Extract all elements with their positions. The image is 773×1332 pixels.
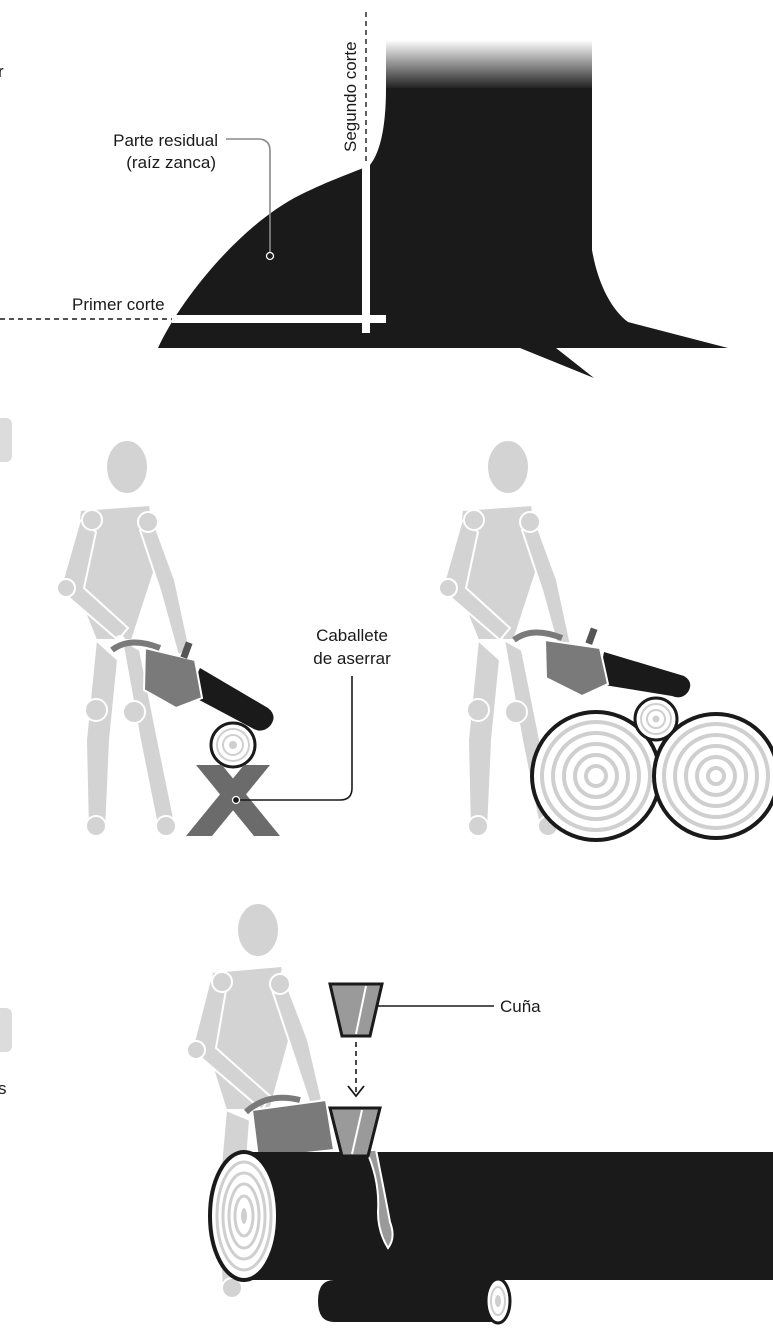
- operator-right-leg-back: [466, 637, 502, 831]
- chainsaw-right-bar: [598, 652, 691, 698]
- tree-trunk: [158, 88, 728, 378]
- wedge-inserted: [328, 1106, 382, 1158]
- panel-3-tab: [0, 1008, 12, 1052]
- panel-2-tab: [0, 418, 12, 462]
- residual-pointer-line: [226, 138, 271, 254]
- big-log-right: [652, 712, 773, 840]
- label-de-aserrar: de aserrar: [313, 649, 391, 668]
- short-log: [318, 1277, 512, 1325]
- operator-right: [438, 439, 574, 837]
- chainsaw-right-handle: [512, 629, 564, 643]
- chainsaw-wedge: [243, 1094, 336, 1160]
- chainsaw-right: [512, 627, 691, 698]
- operator-left-leg-back: [84, 637, 120, 831]
- sawhorse-pointer-line: [236, 676, 353, 801]
- label-cuna: Cuña: [500, 997, 541, 1016]
- sawhorse-pointer-dot: [231, 795, 241, 805]
- chainsaw-left: [110, 639, 274, 731]
- long-log-body: [240, 1152, 773, 1280]
- edge-letter-r: r: [0, 62, 4, 81]
- label-parte-residual: Parte residual: [113, 131, 218, 150]
- label-segundo-corte: Segundo corte: [341, 41, 360, 152]
- label-raiz-zanca: (raíz zanca): [126, 153, 216, 172]
- operator-wedge-head: [236, 902, 280, 958]
- operator-left-head: [105, 439, 149, 495]
- operator-left: [56, 439, 192, 837]
- arrow-down-icon: [347, 1085, 365, 1098]
- wedge-icon: [328, 982, 384, 1038]
- small-log-on-sawhorse: [209, 721, 257, 769]
- label-caballete: Caballete: [316, 626, 388, 645]
- chainsaw-left-body: [142, 646, 204, 710]
- chainsaw-left-bar: [188, 668, 274, 731]
- label-primer-corte: Primer corte: [72, 295, 165, 314]
- chainsaw-left-handle: [110, 639, 162, 653]
- panel-bucking: Caballete de aserrar: [0, 418, 773, 842]
- small-log-on-logs: [633, 696, 679, 742]
- chainsaw-right-body: [543, 638, 610, 698]
- trunk-top-fade: [386, 40, 592, 90]
- second-cut-line: [362, 165, 370, 333]
- long-log-end: [208, 1150, 280, 1282]
- log-split-line: [364, 1149, 394, 1250]
- edge-letter-s: s: [0, 1079, 7, 1098]
- panel-stump-cuts: r Parte residual (raíz zanca) Primer cor…: [0, 12, 728, 378]
- first-cut-line: [172, 315, 386, 323]
- residual-pointer-dot: [265, 251, 275, 261]
- operator-right-head: [486, 439, 530, 495]
- panel-wedge: s: [0, 902, 773, 1325]
